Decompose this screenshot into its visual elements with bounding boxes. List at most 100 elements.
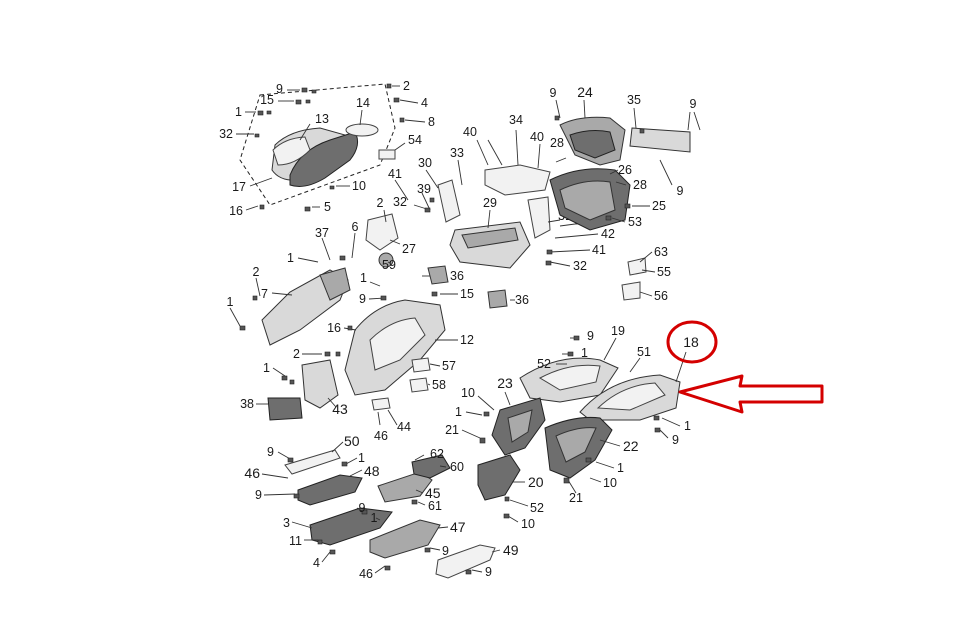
callout-9: 9 [672,433,679,447]
callout-10: 10 [603,476,617,490]
callout-16: 16 [327,321,341,335]
callout-51: 51 [637,345,651,359]
callout-45: 45 [425,485,441,501]
callout-4: 4 [421,96,428,110]
callout-11: 11 [289,534,302,548]
callout-23: 23 [497,375,513,391]
callout-9: 9 [587,329,594,343]
callout-12: 12 [460,333,474,347]
callout-32: 32 [219,127,233,141]
callout-1: 1 [358,451,365,465]
callout-15: 15 [460,287,474,301]
callout-17: 17 [232,180,246,194]
callout-2: 2 [293,347,300,361]
callout-7: 7 [261,287,268,301]
callout-4: 4 [313,556,320,570]
callout-25: 25 [652,199,666,213]
callout-21: 21 [569,491,583,505]
fastener-set-top [378,83,426,160]
callout-48: 48 [364,463,380,479]
callout-53: 53 [628,215,642,229]
callout-54: 54 [408,133,422,147]
callout-9: 9 [442,544,449,558]
callout-24: 24 [577,84,593,100]
callout-16: 16 [229,204,243,218]
callout-56: 56 [654,289,668,303]
callout-9: 9 [690,97,697,111]
callout-9: 9 [550,86,557,100]
callout-46: 46 [374,429,388,443]
callout-22: 22 [623,438,639,454]
callout-57: 57 [442,359,456,373]
highlight-arrow [678,374,824,414]
callout-2: 2 [253,265,260,279]
callout-9: 9 [485,565,492,579]
callout-36: 36 [515,293,529,307]
callout-5: 5 [324,200,331,214]
callout-62: 62 [430,447,444,461]
callout-52: 52 [530,501,544,515]
highlight-annotation [666,320,824,414]
highlight-circle [666,320,718,364]
callout-10: 10 [521,517,535,531]
callout-2: 2 [377,196,384,210]
callout-1: 1 [581,346,588,360]
callout-1: 1 [617,461,624,475]
callout-59: 59 [382,258,396,272]
callout-1: 1 [455,405,462,419]
callout-21: 21 [445,423,459,437]
callout-46: 46 [244,465,260,481]
callout-50: 50 [344,433,360,449]
callout-42: 42 [601,227,615,241]
callout-27: 27 [402,242,416,256]
callout-19: 19 [611,324,625,338]
callout-1: 1 [360,271,367,285]
callout-38: 38 [240,397,254,411]
callout-30: 30 [418,156,432,170]
callout-36: 36 [450,269,464,283]
seat-trunk-assembly [236,83,396,212]
callout-29: 29 [483,196,497,210]
callout-46: 46 [359,567,373,581]
callout-34: 34 [509,113,523,127]
callout-10: 10 [461,386,475,400]
side-cover-panels [519,335,687,439]
center-frame-assembly [365,129,599,269]
callout-9: 9 [359,292,366,306]
callout-39: 39 [417,182,431,196]
callout-43: 43 [332,401,348,417]
callout-61: 61 [428,499,442,513]
inner-panel-assembly [461,391,621,523]
callout-28: 28 [550,136,564,150]
callout-33: 33 [450,146,464,160]
floor-step-assembly [261,441,501,579]
callout-40: 40 [530,130,544,144]
callout-1: 1 [371,511,378,525]
callout-9: 9 [276,82,283,96]
callout-9: 9 [677,184,684,198]
callout-20: 20 [528,474,544,490]
callout-55: 55 [657,265,671,279]
callout-3: 3 [283,516,290,530]
rear-cover-assembly [549,99,701,301]
callout-63: 63 [654,245,668,259]
callout-14: 14 [356,96,370,110]
callout-49: 49 [503,542,519,558]
callout-41: 41 [388,167,402,181]
callout-15: 15 [260,93,274,107]
callout-9: 9 [255,488,262,502]
callout-1: 1 [227,295,234,309]
callout-35: 35 [627,93,641,107]
side-panel-assembly [229,232,515,396]
callout-60: 60 [450,460,464,474]
lower-left-parts [256,351,441,426]
callout-44: 44 [397,420,411,434]
callout-32: 32 [573,259,587,273]
callout-28: 28 [633,178,647,192]
callout-1: 1 [235,105,242,119]
callout-37: 37 [315,226,329,240]
callout-1: 1 [287,251,294,265]
callout-18-circled: 18 [683,334,699,350]
callout-58: 58 [432,378,446,392]
